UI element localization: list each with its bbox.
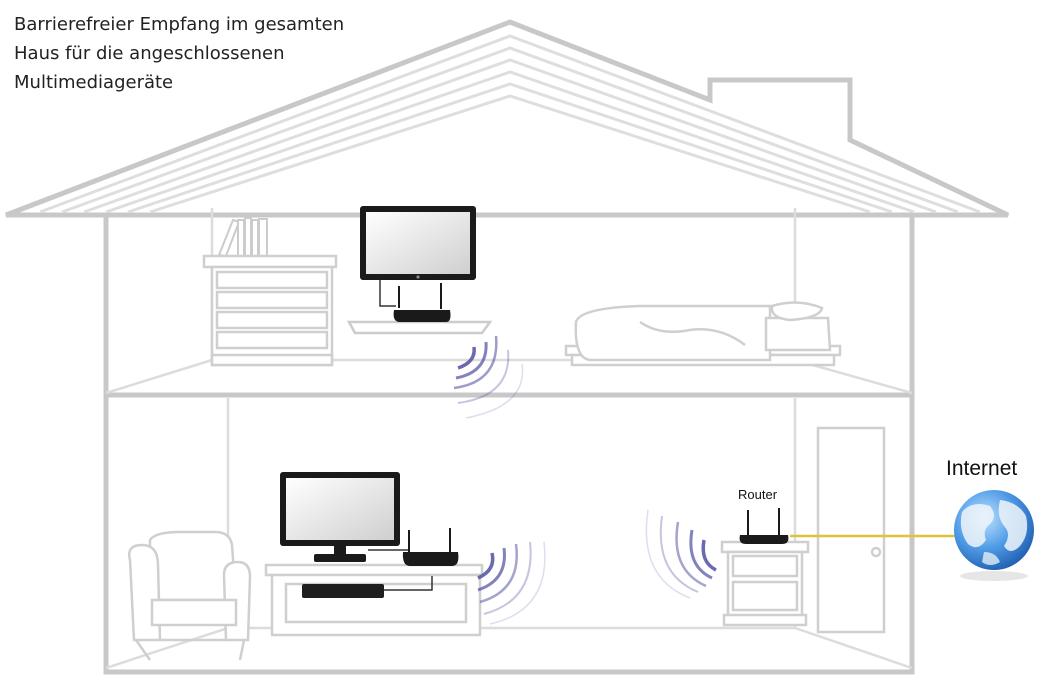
dresser (202, 254, 338, 367)
shelf-upper (346, 320, 493, 335)
globe-icon (954, 490, 1034, 581)
router-label: Router (738, 487, 778, 502)
signal-waves-upper (453, 335, 524, 419)
powerline-adapter-lower (402, 528, 459, 566)
door (816, 426, 886, 634)
router-device (739, 508, 789, 544)
roof-lines (39, 34, 981, 214)
house-roof (5, 19, 1010, 218)
books (217, 217, 268, 258)
bed (564, 301, 842, 367)
tv-stand (264, 563, 484, 637)
set-top-box (302, 576, 433, 598)
internet-label: Internet (946, 457, 1018, 480)
house-walls (103, 215, 915, 675)
signal-waves-lower-tv (477, 541, 546, 625)
caption: Barrierefreier Empfang im gesamten Haus … (14, 10, 414, 97)
caption-line-2: Haus für die angeschlossenen (14, 43, 285, 64)
caption-line-1: Barrierefreier Empfang im gesamten (14, 14, 345, 35)
armchair (128, 530, 252, 661)
monitor-upper (360, 206, 476, 307)
powerline-adapter-upper (393, 283, 451, 322)
tv-lower (280, 472, 408, 562)
caption-line-3: Multimediageräte (14, 72, 174, 93)
signal-waves-router (645, 509, 717, 599)
nightstand (720, 540, 810, 627)
